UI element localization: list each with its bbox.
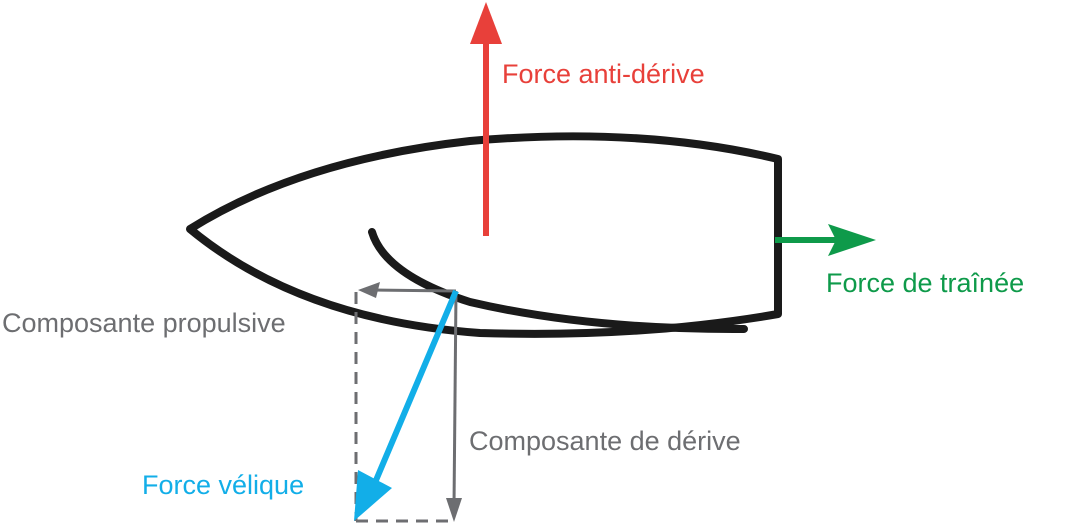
propulsive-component-label: Composante propulsive bbox=[2, 308, 286, 338]
anti-drift-arrow bbox=[470, 2, 502, 236]
sail-force-label: Force vélique bbox=[142, 470, 304, 500]
anti-drift-label: Force anti-dérive bbox=[502, 59, 705, 89]
sail-force-arrow bbox=[354, 289, 459, 521]
drag-force-arrow bbox=[775, 224, 876, 256]
drift-component-label: Composante de dérive bbox=[469, 426, 741, 456]
drift-component-arrow bbox=[446, 290, 462, 522]
propulsive-component-arrow bbox=[358, 282, 457, 298]
hull-outline bbox=[186, 132, 782, 338]
component-construction bbox=[354, 292, 454, 523]
drag-label: Force de traînée bbox=[826, 268, 1024, 298]
hull bbox=[186, 132, 782, 338]
hull-waterline bbox=[368, 228, 748, 334]
